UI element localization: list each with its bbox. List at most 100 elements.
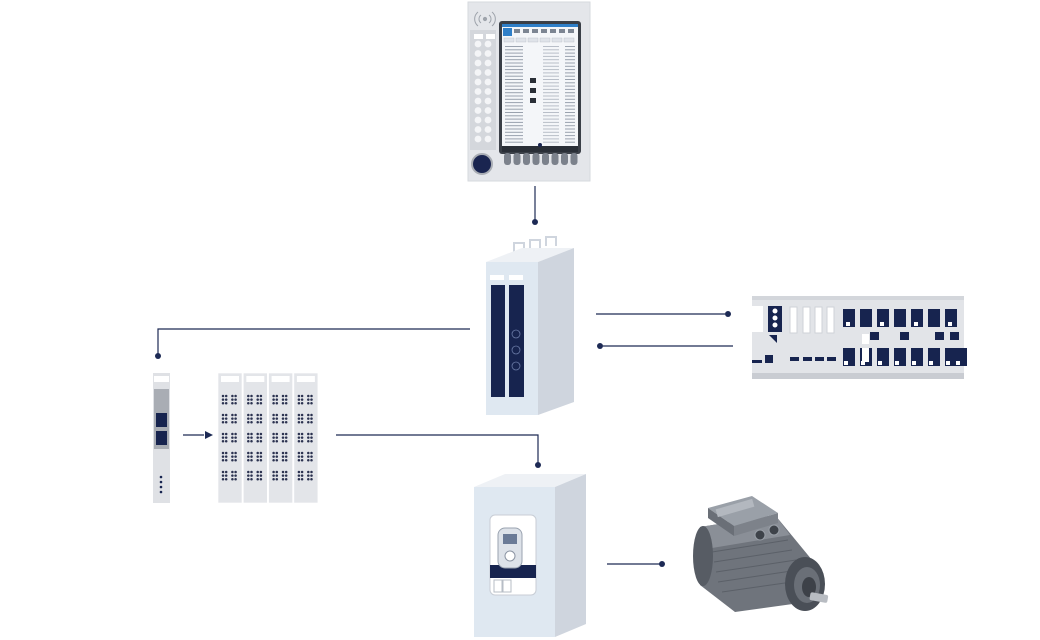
io-terminal-dot [259, 420, 263, 424]
io-terminal-dot [300, 420, 304, 424]
io-terminal-dot [224, 398, 228, 401]
motor-connector [768, 524, 780, 536]
io-terminal-dot [300, 413, 304, 417]
cabinet-module-right [509, 285, 524, 397]
screen-tab [515, 37, 527, 43]
io-terminal-dot [310, 394, 313, 398]
io-terminal-dot [256, 398, 259, 401]
io-terminal-dot [259, 417, 263, 420]
io-terminal-dot [259, 436, 263, 439]
io-terminal-dot [224, 401, 228, 405]
io-terminal-dot [310, 458, 313, 462]
keypad-key [484, 107, 492, 114]
softkey [523, 153, 530, 165]
screen-text-line [505, 75, 523, 77]
io-terminal-dot [310, 398, 313, 401]
screen-text-line [505, 112, 523, 113]
io-terminal-dot [297, 436, 301, 439]
keypad-key [474, 135, 482, 143]
connector-endpoints [155, 219, 731, 567]
io-terminal-dot [221, 417, 225, 420]
keypad-key [484, 50, 492, 57]
io-terminal-dot [281, 420, 285, 424]
io-terminal-dot [275, 401, 279, 405]
screen-text-line [543, 135, 559, 137]
hmi-panel [467, 1, 591, 182]
endpoint-dot [535, 462, 541, 468]
screen-text-line [505, 138, 523, 140]
keypad-key [484, 97, 492, 105]
io-terminal-dot [221, 398, 225, 401]
io-terminal-dot [310, 477, 313, 481]
io-terminal-dot [250, 451, 253, 455]
io-module-label [246, 376, 265, 382]
io-terminal-dot [300, 432, 304, 436]
rack-terminal-pin [929, 361, 933, 365]
rack-led-bar [752, 360, 762, 363]
io-terminal-dot [284, 420, 288, 424]
softkey [551, 153, 559, 165]
io-terminal-dot [310, 417, 313, 420]
rack-terminal-pin [878, 361, 882, 365]
io-terminal-dot [297, 401, 301, 405]
screen-text-line [543, 141, 559, 143]
io-terminal-dot [272, 413, 275, 417]
io-terminal-dot [256, 436, 259, 439]
hmi-keypad [470, 30, 496, 150]
io-terminal-dot [234, 417, 237, 420]
io-terminal-dot [250, 398, 253, 401]
io-terminal-dot [231, 458, 234, 462]
io-terminal-dot [224, 458, 228, 462]
io-terminal-dot [234, 458, 237, 462]
io-terminal-dot [300, 436, 304, 439]
io-terminal-dot [284, 436, 288, 439]
io-terminal-dot [275, 458, 279, 462]
io-terminal-dot [247, 477, 250, 481]
io-terminal-dot [224, 439, 228, 443]
io-terminal-dot [231, 420, 234, 424]
io-terminal-dot [247, 394, 250, 398]
io-terminal-dot [259, 470, 263, 474]
screen-text-line [565, 118, 575, 120]
io-terminal-dot [250, 401, 253, 405]
rack-led-bar [790, 357, 799, 361]
io-terminal-dot [221, 432, 225, 436]
io-terminal-dot [256, 474, 259, 477]
screen-text-line [505, 55, 523, 57]
io-terminal-dot [247, 432, 250, 436]
io-terminal-dot [272, 470, 275, 474]
screen-text-line [565, 121, 575, 123]
io-terminal-dot [259, 451, 263, 455]
softkey [570, 153, 578, 165]
edge-modules-to-drive [336, 434, 539, 463]
keypad-key [474, 116, 482, 124]
rack-led-bar [765, 355, 773, 363]
screen-text-line [505, 141, 523, 143]
io-terminal-dot [300, 458, 304, 462]
motor-connector [754, 529, 766, 541]
screen-icon [530, 78, 536, 83]
screen-text-line [565, 52, 575, 54]
io-terminal-dot [259, 401, 263, 405]
io-terminal-dot [234, 413, 237, 417]
io-terminal-dot [231, 474, 234, 477]
io-module [243, 372, 268, 504]
io-terminal-dot [259, 439, 263, 443]
io-terminal-dot [310, 436, 313, 439]
io-terminal-dot [256, 439, 259, 443]
screen-text-line [505, 79, 523, 80]
io-terminal-dot [275, 398, 279, 401]
io-terminal-dot [272, 439, 275, 443]
io-terminal-dot [250, 458, 253, 462]
io-terminal-dot [234, 436, 237, 439]
keypad-panel [470, 30, 496, 150]
io-terminal-dot [300, 477, 304, 481]
rack-terminal-small [870, 332, 879, 340]
io-terminal-dot [224, 470, 228, 474]
io-terminal-dot [221, 394, 225, 398]
io-terminal-dot [234, 474, 237, 477]
io-terminal-dot [284, 417, 288, 420]
screen-toolbar-icon [568, 29, 574, 33]
screen-text-line [565, 65, 575, 67]
